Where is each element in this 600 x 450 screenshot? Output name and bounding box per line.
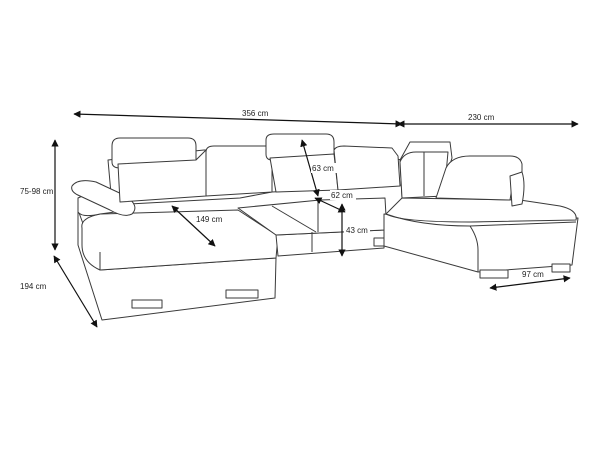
cushion-edge — [385, 213, 577, 227]
label-background — [330, 190, 356, 200]
dimension-labels: 356 cm 230 cm 75-98 cm 194 cm 149 cm 63 … — [20, 109, 544, 291]
label-chaise-width: 97 cm — [522, 270, 544, 279]
back-cushion-4 — [333, 145, 401, 191]
foot — [131, 299, 163, 309]
right-armrest — [509, 171, 525, 207]
depth-arrow — [53, 255, 98, 328]
dimension-lines — [51, 110, 579, 328]
label-seat-height: 43 cm — [346, 226, 368, 235]
overall-width-arrow — [73, 110, 403, 128]
cushion-edge — [469, 225, 479, 272]
label-background — [344, 225, 370, 235]
left-arm-pad — [71, 180, 136, 216]
mechanism-tab — [373, 237, 385, 247]
label-inner-depth: 62 cm — [331, 191, 353, 200]
right-headrest — [435, 155, 523, 201]
foot — [479, 269, 509, 279]
right-chaise-cushion — [385, 197, 577, 223]
foot — [551, 263, 571, 273]
label-backrest-height: 63 cm — [312, 164, 334, 173]
backrest-height-arrow — [300, 139, 320, 197]
label-background — [193, 214, 225, 224]
seat-depth-arrow — [171, 205, 216, 247]
label-chaise-length: 230 cm — [468, 113, 495, 122]
label-height: 75-98 cm — [20, 187, 54, 196]
label-overall-width: 356 cm — [242, 109, 269, 118]
foot — [225, 289, 259, 299]
sofa-drawing — [71, 133, 579, 321]
label-depth: 194 cm — [20, 282, 47, 291]
back-cushion-2 — [205, 145, 273, 197]
label-seat-depth: 149 cm — [196, 215, 223, 224]
headrest-left — [111, 137, 197, 169]
label-background — [311, 163, 337, 173]
chaise-width-arrow — [489, 275, 571, 291]
seat-divider — [271, 205, 317, 233]
